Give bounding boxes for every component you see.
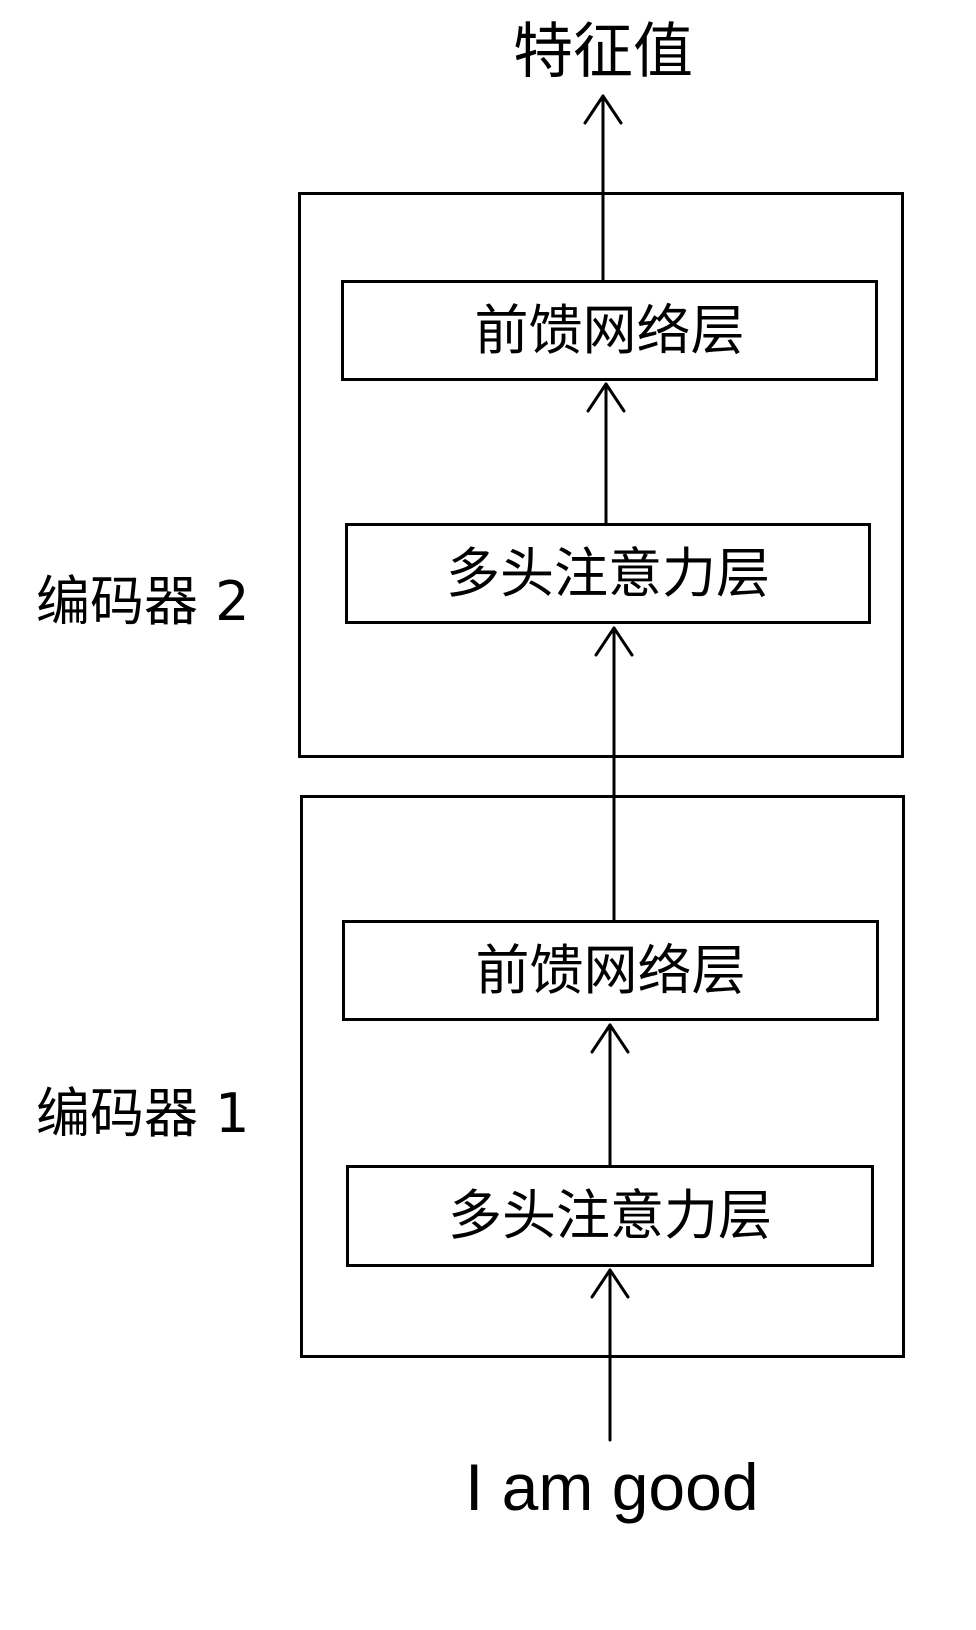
input-label: I am good [465,1450,759,1524]
encoder-2-label: 编码器 2 [36,570,250,633]
arrow-enc1-ffn-to-enc2-attention [594,626,634,922]
arrow-input-to-enc1-attention [590,1268,630,1442]
encoder-2-box [298,192,904,758]
encoder-1-label: 编码器 1 [36,1082,250,1145]
output-label: 特征值 [513,17,693,87]
encoder-2-attention-layer: 多头注意力层 [345,523,871,624]
encoder-1-box [300,795,905,1358]
encoder-2-ffn-layer: 前馈网络层 [341,280,878,381]
encoder-1-ffn-layer: 前馈网络层 [342,920,879,1021]
arrow-enc2-ffn-to-output [583,94,623,282]
arrow-enc1-attention-to-ffn [590,1023,630,1167]
arrow-enc2-attention-to-ffn [586,382,626,525]
